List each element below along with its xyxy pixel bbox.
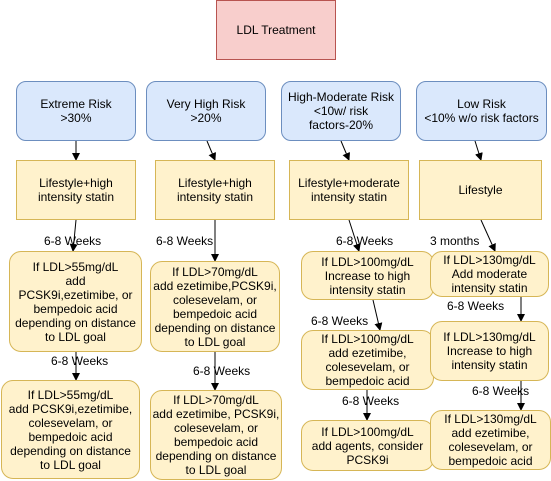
arrow-high-moderate-risk-to-lifestyle [340, 140, 350, 161]
risk-very-high: Very High Risk >20% [146, 81, 266, 141]
arrow-col1-lifestyle-to-step1 [69, 219, 78, 252]
risk-extreme: Extreme Risk >30% [16, 81, 136, 141]
low-step-1: If LDL>130mg/dL Add moderate intensity s… [430, 251, 549, 297]
high-moderate-step-2: If LDL>100mg/dL add ezetimibe, colesevel… [301, 330, 434, 390]
high-moderate-step-1: If LDL>100mg/dL Increase to high intensi… [301, 251, 434, 300]
lifestyle-high-moderate: Lifestyle+moderate intensity statin [289, 160, 409, 220]
lifestyle-low: Lifestyle [419, 160, 542, 220]
high-moderate-step-3: If LDL>100mg/dL add agents, consider PCS… [301, 420, 434, 471]
extreme-step-1: If LDL>55mg/dL add PCSK9i,ezetimibe, or … [9, 251, 142, 352]
interval-label: 6-8 Weeks [447, 299, 505, 313]
low-step-2: If LDL>130mg/dL Increase to high intensi… [430, 321, 549, 381]
interval-label: 6-8 Weeks [193, 364, 251, 378]
very-high-step-2: If LDL>70mg/dL add ezetimibe, PCSK9i, co… [150, 390, 282, 480]
interval-label: 6-8 Weeks [51, 354, 109, 368]
extreme-step-2: If LDL>55mg/dL add PCSK9i,ezetimibe, col… [1, 380, 140, 479]
diagram-title: LDL Treatment [216, 0, 336, 60]
interval-label: 3 months [430, 234, 480, 248]
interval-label: 6-8 Weeks [311, 314, 369, 328]
arrow-very-high-risk-to-lifestyle [206, 140, 216, 161]
arrow-col4-lifestyle-to-step1 [480, 219, 496, 252]
interval-label: 6-8 Weeks [342, 394, 400, 408]
interval-label: 6-8 Weeks [44, 234, 102, 248]
interval-label: 6-8 Weeks [472, 384, 530, 398]
arrow-col3-lifestyle-to-step1 [348, 219, 361, 252]
arrow-col3-step1-to-step2 [372, 299, 383, 331]
arrow-low-risk-to-lifestyle [474, 140, 483, 161]
lifestyle-extreme: Lifestyle+high intensity statin [16, 160, 136, 220]
interval-label: 6-8 Weeks [336, 234, 394, 248]
risk-high-moderate: High-Moderate Risk <10w/ risk factors-20… [281, 81, 401, 141]
interval-label: 6-8 Weeks [156, 234, 214, 248]
risk-low: Low Risk <10% w/o risk factors [416, 81, 547, 141]
lifestyle-very-high: Lifestyle+high intensity statin [155, 160, 275, 220]
very-high-step-1: If LDL>70mg/dL add ezetimibe,PCSK9i, col… [150, 261, 280, 352]
low-step-3: If LDL>130mg/dL add ezetimibe, colesevel… [430, 410, 551, 470]
